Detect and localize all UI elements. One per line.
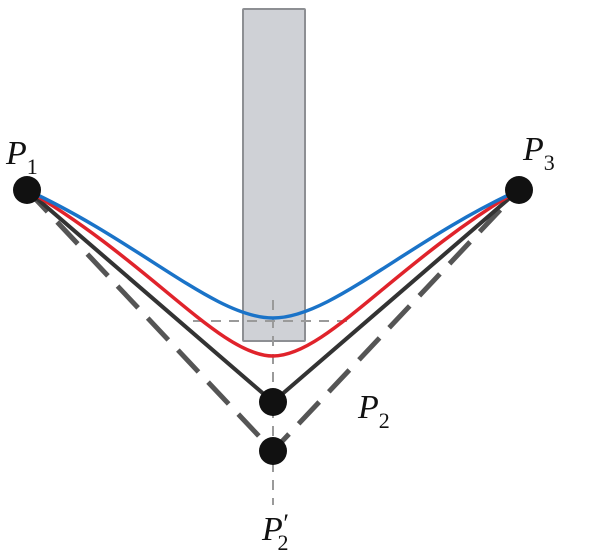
point-p3	[505, 176, 533, 204]
label-p1-subscript: 1	[27, 154, 38, 179]
label-p2: P2	[357, 389, 390, 433]
label-p2-prime-subscript: 2	[277, 530, 288, 555]
point-p2	[259, 388, 287, 416]
label-p3-subscript: 3	[544, 150, 555, 175]
red-bezier-curve	[26, 188, 520, 358]
label-p2-prime: P′2	[261, 509, 288, 555]
point-p2-prime	[259, 437, 287, 465]
label-p1-letter: P	[5, 135, 27, 172]
blue-bezier-curve	[26, 188, 520, 320]
label-p2-prime-letter: P	[261, 511, 283, 548]
label-p2-subscript: 2	[379, 408, 390, 433]
label-p2-letter: P	[357, 389, 379, 426]
obstacle-rectangle	[242, 8, 306, 342]
label-p3-letter: P	[522, 131, 544, 168]
label-p3: P3	[522, 131, 555, 175]
point-p1	[13, 176, 41, 204]
label-p2-prime-mark: ′	[282, 509, 288, 538]
label-p1: P1	[5, 135, 38, 179]
